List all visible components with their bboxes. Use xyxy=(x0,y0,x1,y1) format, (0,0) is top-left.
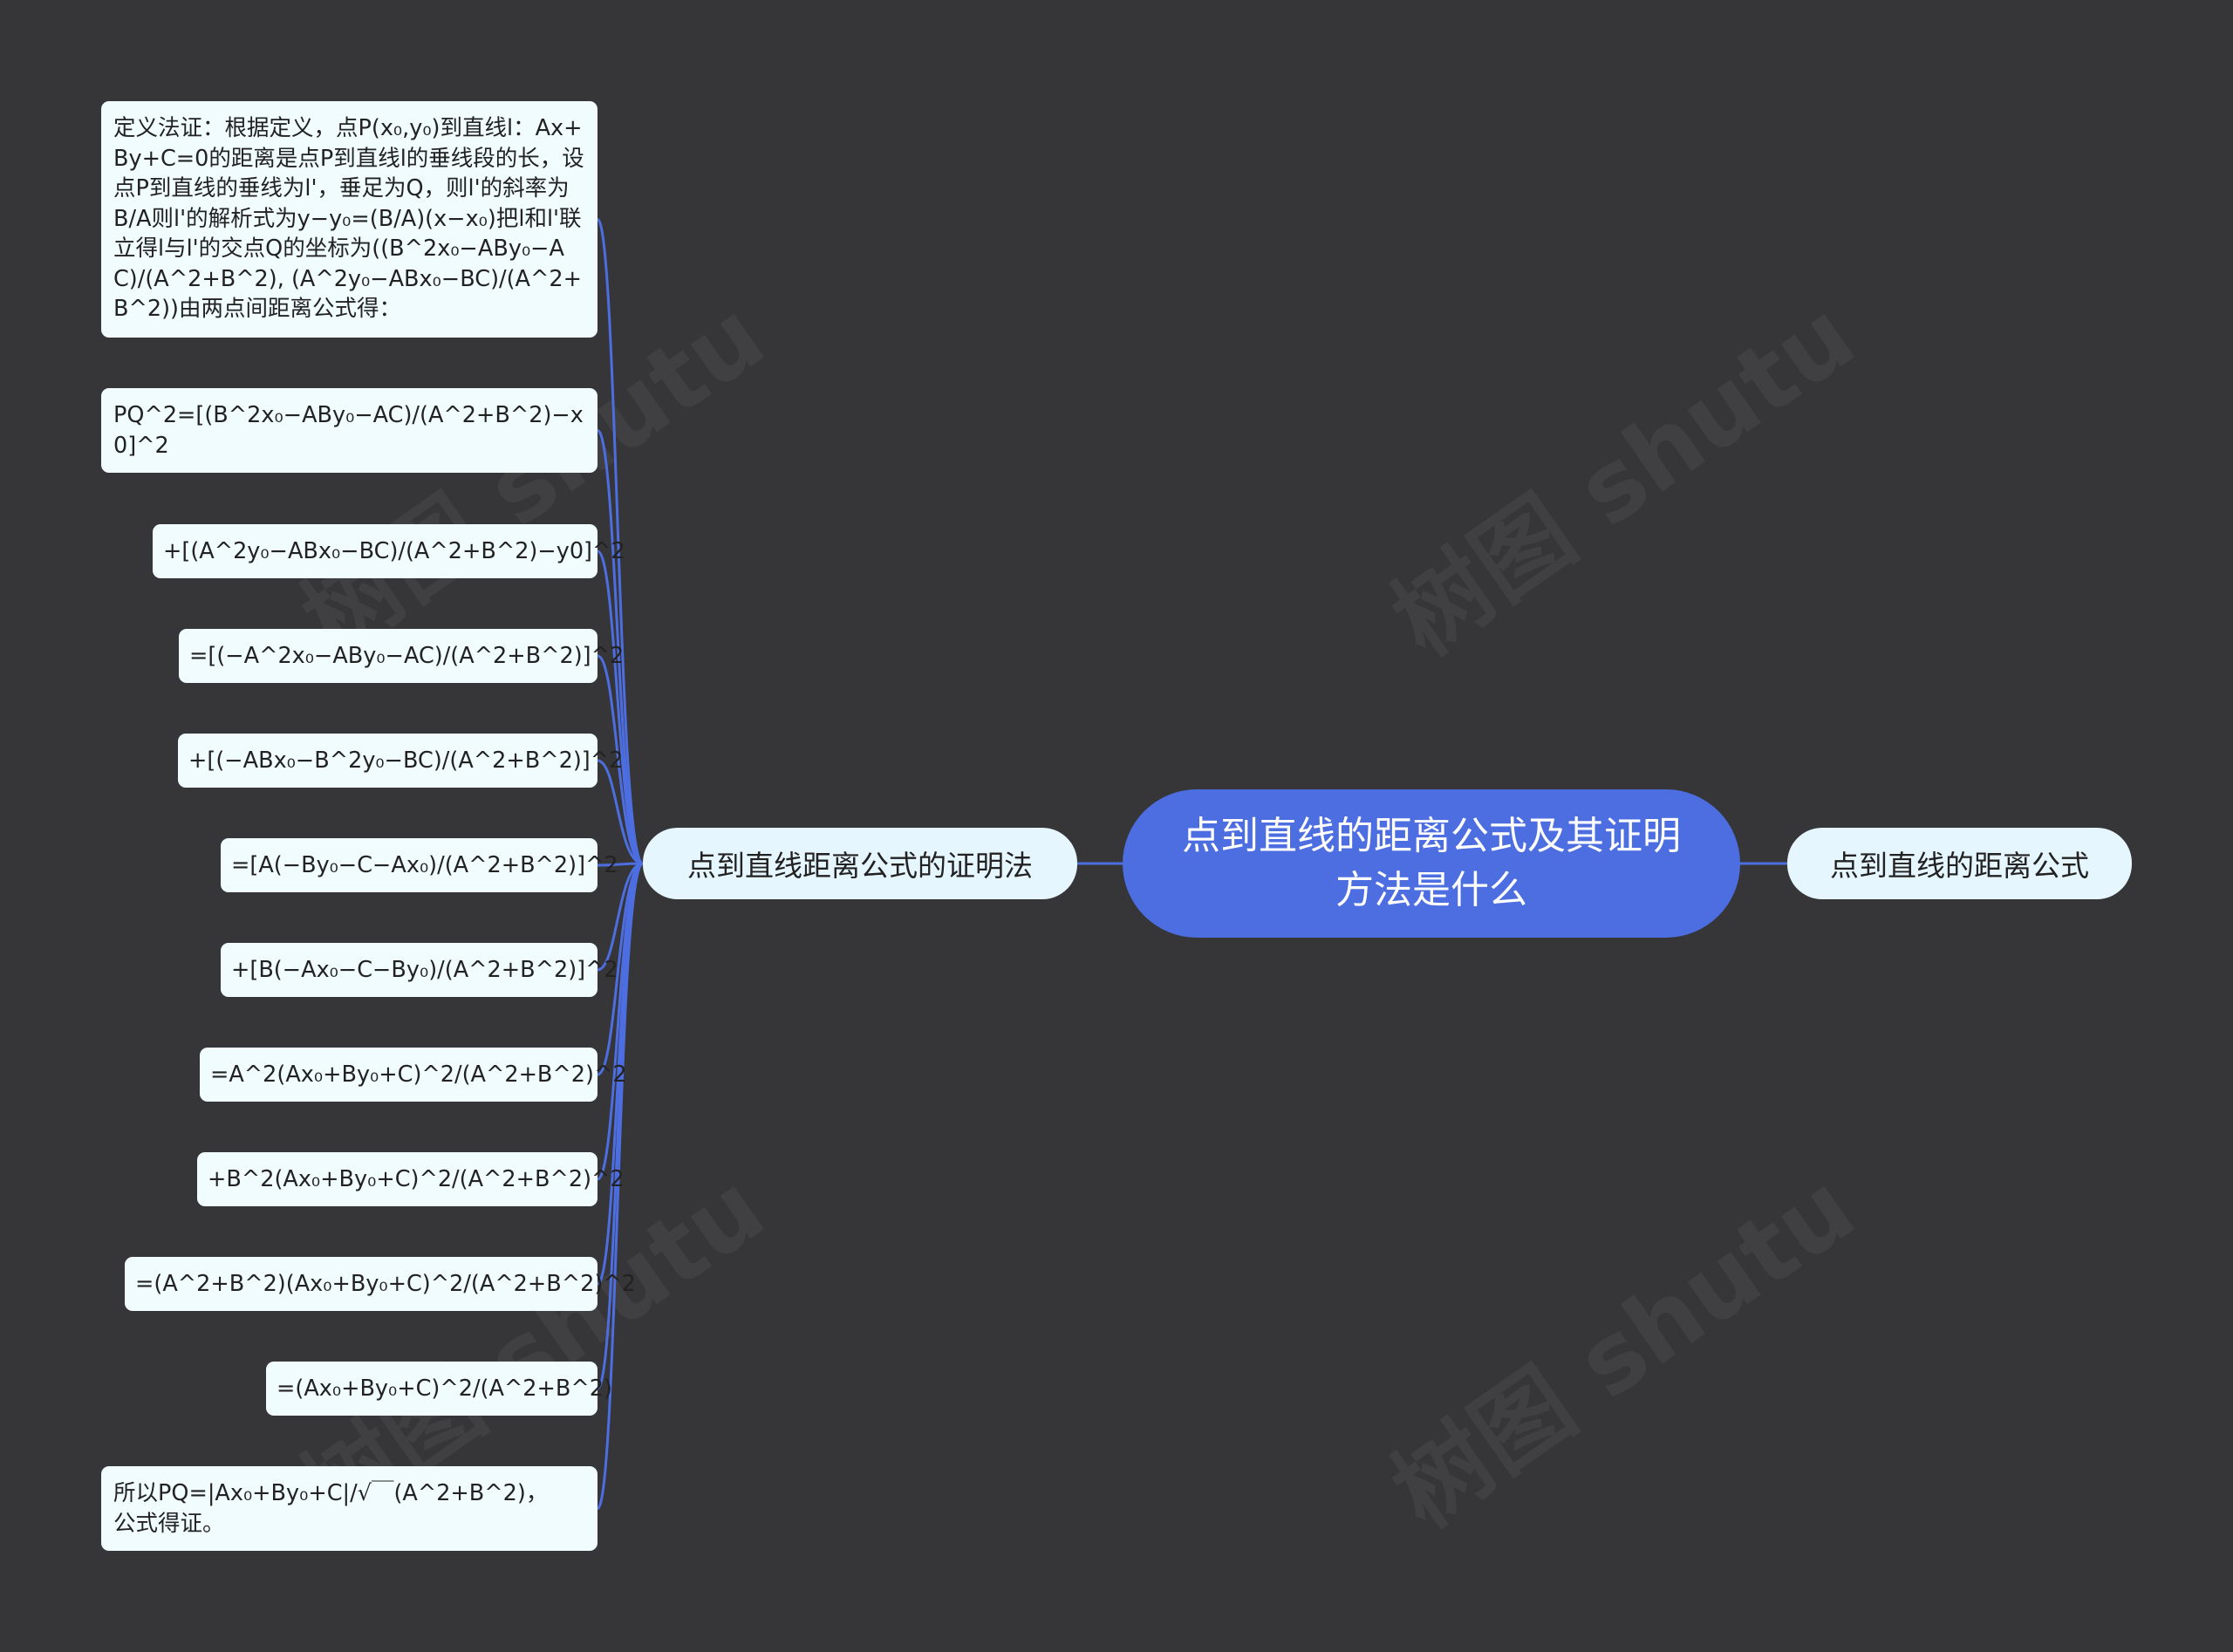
leaf-text: =(A^2+B^2)(Ax₀+By₀+C)^2/(A^2+B^2)^2 xyxy=(135,1271,636,1297)
leaf-text: =A^2(Ax₀+By₀+C)^2/(A^2+B^2)^2 xyxy=(210,1062,627,1088)
link-leaf-6 xyxy=(597,862,644,972)
leaf-step-7[interactable]: =A^2(Ax₀+By₀+C)^2/(A^2+B^2)^2 xyxy=(200,1048,627,1102)
leaf-text: =[(−A^2x₀−ABy₀−AC)/(A^2+B^2)]^2 xyxy=(189,643,625,669)
leaf-step-1[interactable]: PQ^2=[(B^2x₀−ABy₀−AC)/(A^2+B^2)−x0]^2 xyxy=(101,388,598,473)
link-leaf-2 xyxy=(597,550,644,865)
branch-proof-method[interactable]: 点到直线距离公式的证明法 xyxy=(643,828,1077,899)
leaf-step-9[interactable]: =(A^2+B^2)(Ax₀+By₀+C)^2/(A^2+B^2)^2 xyxy=(125,1257,636,1311)
link-leaf-7 xyxy=(597,862,644,1076)
link-leaf-1 xyxy=(596,429,644,865)
leaf-step-2[interactable]: +[(A^2y₀−ABx₀−BC)/(A^2+B^2)−y0]^2 xyxy=(153,524,625,578)
leaf-text: +[B(−Ax₀−C−By₀)/(A^2+B^2)]^2 xyxy=(231,957,618,983)
leaf-text: =[A(−By₀−C−Ax₀)/(A^2+B^2)]^2 xyxy=(231,852,618,878)
leaf-text: +[(A^2y₀−ABx₀−BC)/(A^2+B^2)−y0]^2 xyxy=(163,538,625,564)
leaf-definition-proof[interactable]: 定义法证：根据定义，点P(x₀,y₀)到直线l：Ax+By+C=0的距离是点P到… xyxy=(101,101,598,338)
link-leaf-0 xyxy=(596,218,645,865)
branch-distance-formula-label: 点到直线的距离公式 xyxy=(1830,849,2089,883)
link-leaf-5 xyxy=(597,862,644,867)
leaf-step-10[interactable]: =(Ax₀+By₀+C)^2/(A^2+B^2) xyxy=(266,1362,612,1416)
leaf-text: +B^2(Ax₀+By₀+C)^2/(A^2+B^2)^2 xyxy=(208,1166,625,1192)
leaf-step-6[interactable]: +[B(−Ax₀−C−By₀)/(A^2+B^2)]^2 xyxy=(221,943,618,997)
link-leaf-4 xyxy=(597,759,644,865)
central-topic[interactable]: 点到直线的距离公式及其证明方法是什么 xyxy=(1123,789,1740,938)
link-leaf-11 xyxy=(596,862,645,1510)
leaf-text: 定义法证：根据定义，点P(x₀,y₀)到直线l：Ax+By+C=0的距离是点P到… xyxy=(113,115,584,322)
leaf-step-3[interactable]: =[(−A^2x₀−ABy₀−AC)/(A^2+B^2)]^2 xyxy=(179,629,624,683)
leaf-text: 所以PQ=|Ax₀+By₀+C|/√￣(A^2+B^2)，公式得证。 xyxy=(113,1480,549,1537)
leaf-step-4[interactable]: +[(−ABx₀−B^2y₀−BC)/(A^2+B^2)]^2 xyxy=(178,734,623,788)
leaf-conclusion[interactable]: 所以PQ=|Ax₀+By₀+C|/√￣(A^2+B^2)，公式得证。 xyxy=(101,1466,598,1551)
leaf-text: +[(−ABx₀−B^2y₀−BC)/(A^2+B^2)]^2 xyxy=(188,747,624,774)
link-leaf-3 xyxy=(597,654,644,865)
leaf-text: PQ^2=[(B^2x₀−ABy₀−AC)/(A^2+B^2)−x0]^2 xyxy=(113,402,584,459)
link-branch-leaves xyxy=(596,218,645,1510)
leaf-text: =(Ax₀+By₀+C)^2/(A^2+B^2) xyxy=(277,1376,612,1402)
branch-distance-formula[interactable]: 点到直线的距离公式 xyxy=(1787,828,2132,899)
central-topic-label: 点到直线的距离公式及其证明方法是什么 xyxy=(1182,814,1681,912)
branch-proof-method-label: 点到直线距离公式的证明法 xyxy=(687,849,1033,883)
leaf-step-8[interactable]: +B^2(Ax₀+By₀+C)^2/(A^2+B^2)^2 xyxy=(197,1152,625,1206)
leaf-step-5[interactable]: =[A(−By₀−C−Ax₀)/(A^2+B^2)]^2 xyxy=(221,838,618,892)
